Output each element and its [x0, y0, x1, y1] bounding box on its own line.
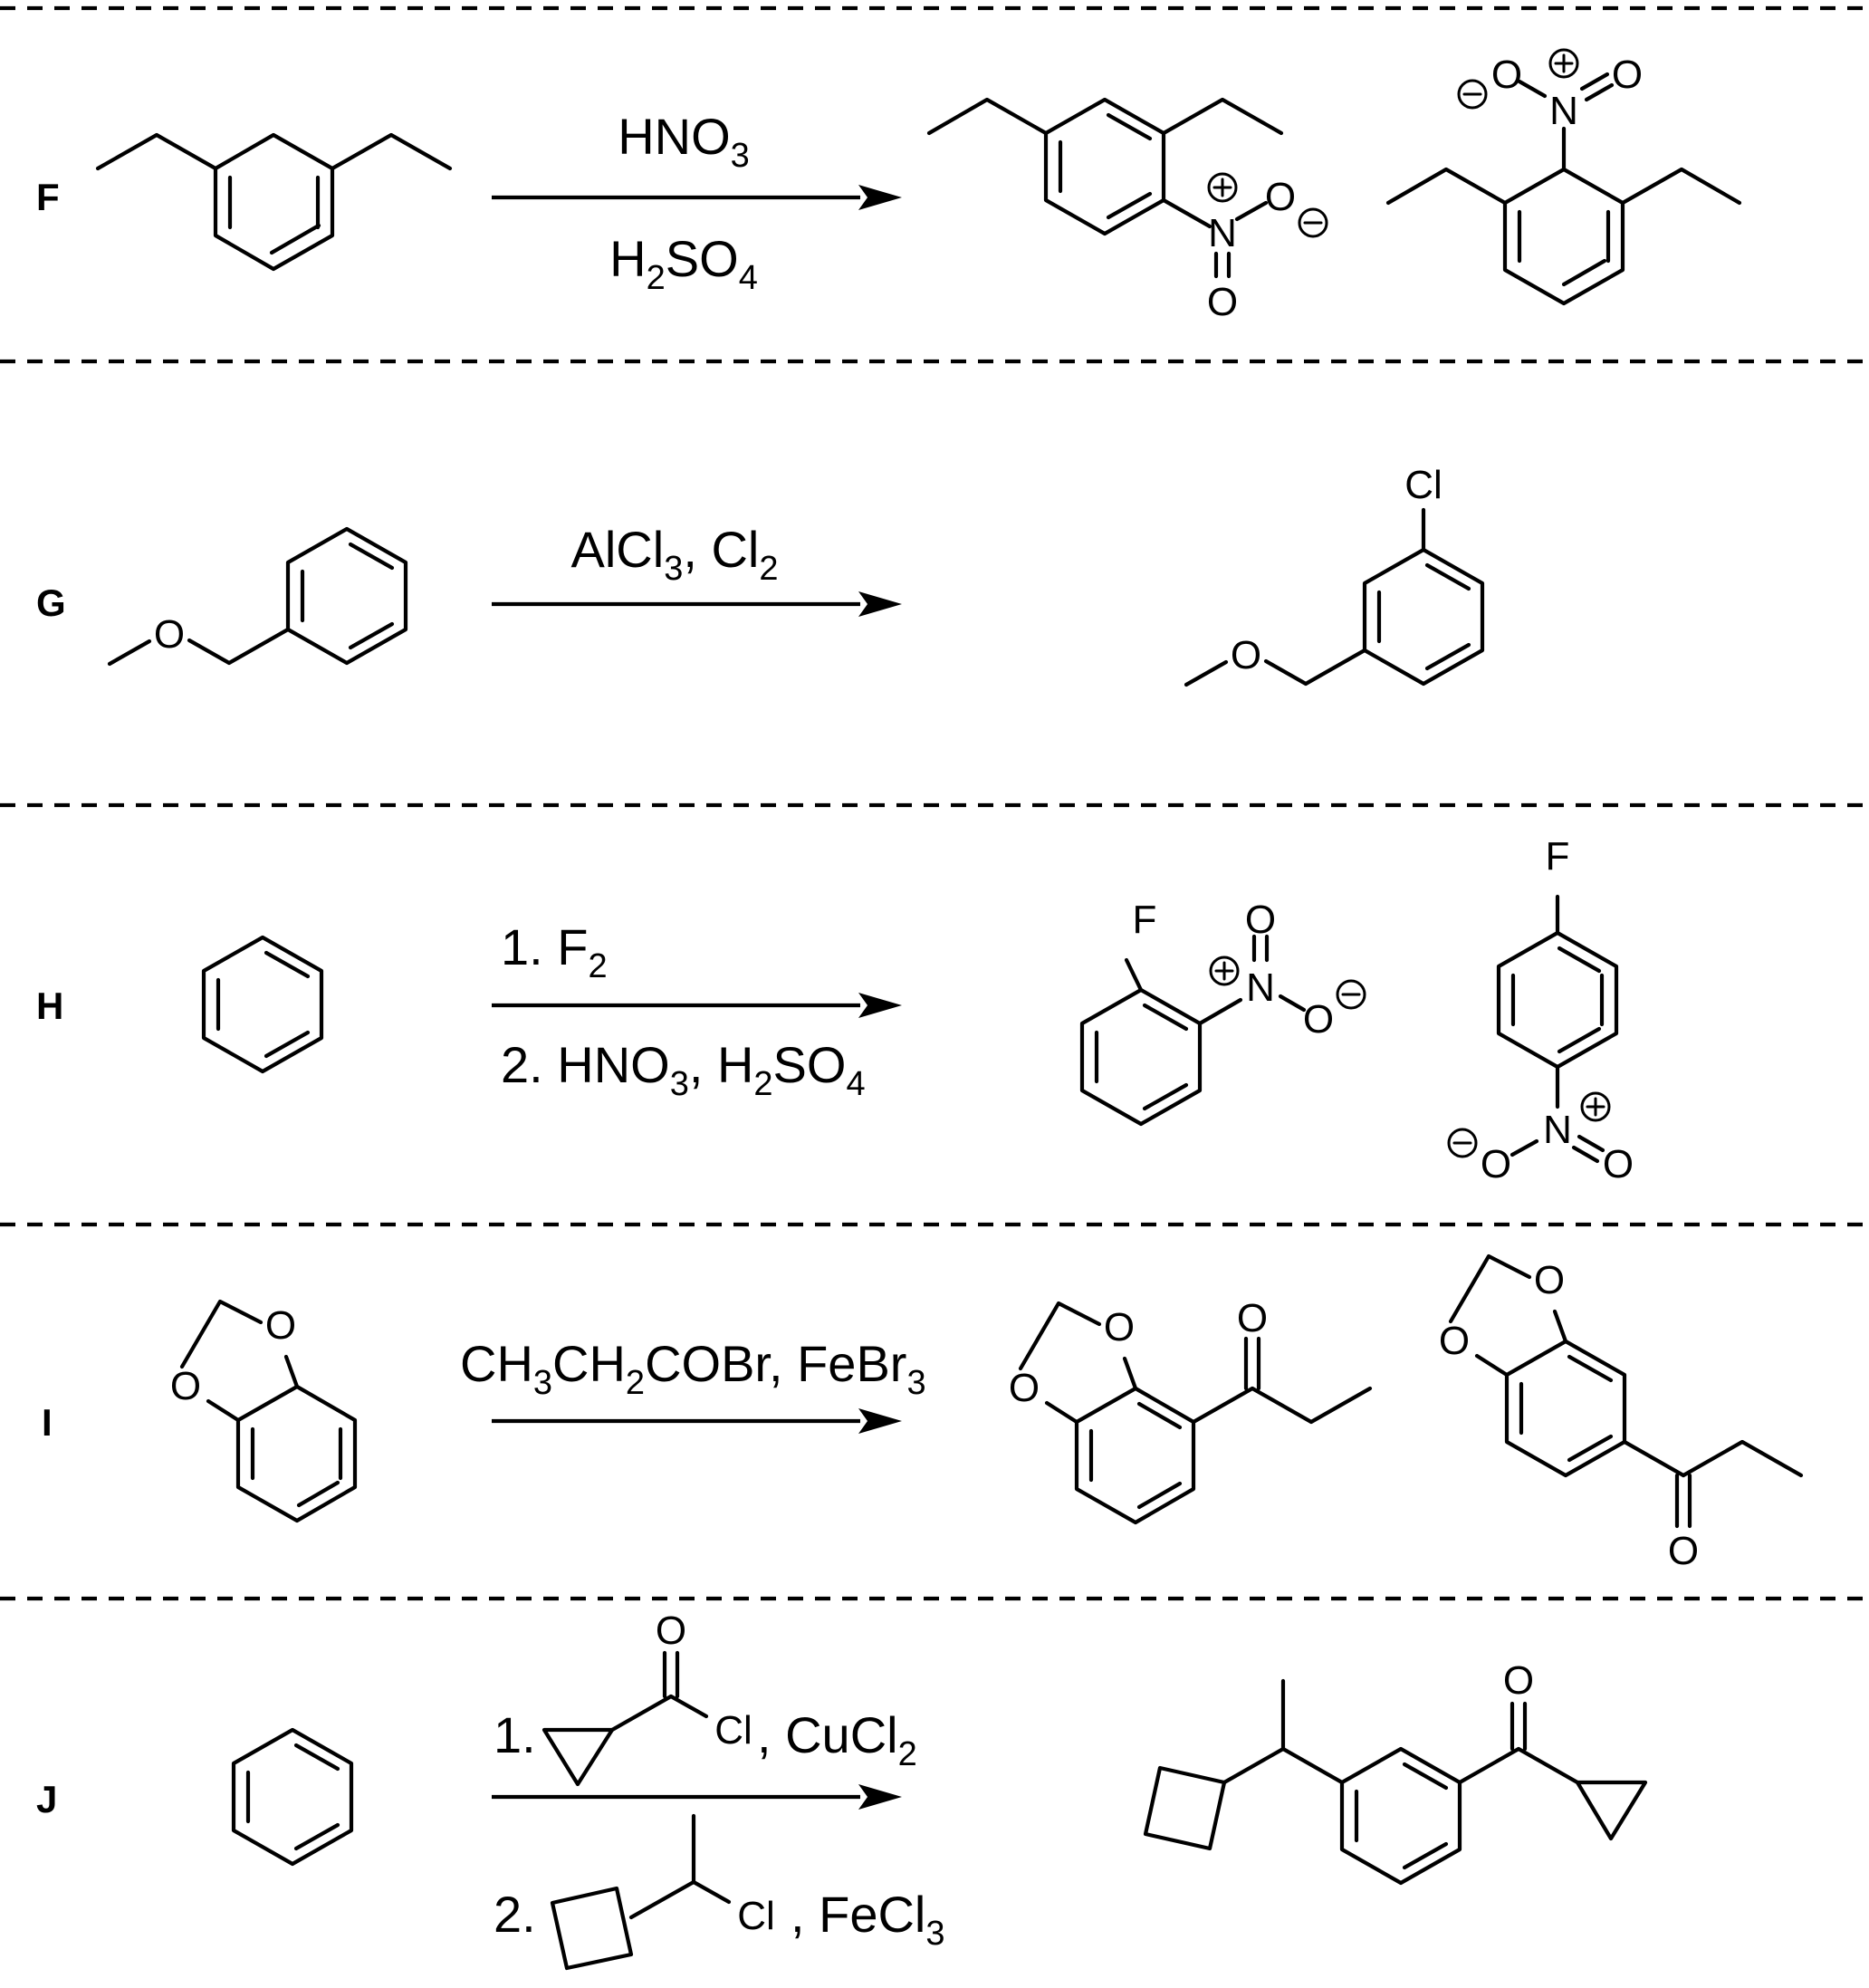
oxygen-atom: O [1439, 1319, 1470, 1363]
step-number: 2. [494, 1886, 536, 1943]
oxygen-atom: O [154, 612, 185, 657]
oxygen-atom: O [1009, 1366, 1040, 1410]
fluorine-atom: F [1133, 898, 1157, 942]
reaction-row-f: F HNO3 H2SO4 N [36, 48, 1742, 324]
reactant-benzodioxole: O O [170, 1299, 358, 1523]
oxygen-atom: O [1245, 898, 1276, 942]
oxygen-atom: O [1207, 280, 1238, 324]
separator-lines [0, 5, 1869, 1601]
oxygen-atom: O [1104, 1305, 1135, 1349]
reagent-bottom: 2. Cl , FeCl3 [494, 1813, 945, 1971]
oxygen-atom: O [656, 1609, 686, 1653]
row-label: F [36, 176, 60, 218]
reagent-bottom: H2SO4 [609, 230, 758, 297]
oxygen-atom: O [1503, 1658, 1534, 1703]
oxygen-atom: O [1303, 997, 1334, 1042]
oxygen-atom: O [1481, 1142, 1511, 1186]
reagent-top: 1. F2 [501, 918, 608, 985]
reaction-row-g: G O AlCl3, Cl2 Cl O [36, 463, 1485, 687]
reactant-benzene [201, 935, 324, 1074]
product-4-fluoronitrobenzene: F N O O [1447, 834, 1634, 1186]
product-4-propanoyl-benzodioxole: O O O [1009, 1296, 1373, 1525]
nitrogen-atom: N [1543, 1108, 1572, 1152]
row-label: I [42, 1401, 53, 1444]
product-2-6-diethylnitrobenzene: N O O [1385, 48, 1742, 306]
step-number: 1. [494, 1706, 536, 1763]
chlorine-atom: Cl [737, 1894, 775, 1938]
oxygen-atom: O [170, 1364, 201, 1408]
reactant-benzyl-methyl-ether: O [107, 526, 408, 667]
row-label: G [36, 581, 66, 624]
reaction-arrow-j: 1. O Cl , CuCl2 2. Cl , FeCl3 [492, 1609, 945, 1971]
reaction-row-i: I O O CH3CH2COBr, FeBr3 O [42, 1253, 1804, 1573]
product-2-fluoronitrobenzene: F N O O [1079, 898, 1366, 1127]
reactant-benzene [231, 1727, 354, 1867]
reagent-catalyst: , CuCl2 [757, 1706, 917, 1773]
oxygen-atom: O [1237, 1296, 1268, 1340]
product-3-chlorobenzyl-methyl-ether: Cl O [1184, 463, 1485, 687]
oxygen-atom: O [265, 1303, 296, 1348]
reaction-arrow-g: AlCl3, Cl2 [492, 521, 902, 617]
reactant-diethylbenzene [95, 132, 453, 272]
reaction-arrow-f: HNO3 H2SO4 [492, 108, 902, 297]
oxygen-atom: O [1612, 53, 1643, 97]
reaction-row-h: H 1. F2 2. HNO3, H2SO4 F N [36, 834, 1634, 1186]
reagent-top: CH3CH2COBr, FeBr3 [460, 1335, 926, 1402]
reaction-arrow-i: CH3CH2COBr, FeBr3 [460, 1335, 926, 1434]
fluorine-atom: F [1546, 834, 1570, 879]
oxygen-atom: O [1265, 175, 1296, 219]
reagent-bottom: 2. HNO3, H2SO4 [501, 1036, 866, 1103]
oxygen-atom: O [1668, 1529, 1699, 1573]
reaction-arrow-h: 1. F2 2. HNO3, H2SO4 [492, 918, 902, 1103]
product-5-propanoyl-benzodioxole: O O O [1439, 1253, 1804, 1573]
reagent-top: HNO3 [618, 108, 750, 175]
product-2-4-diethylnitrobenzene: N O O [926, 97, 1328, 324]
product-cyclobutylethyl-phenyl-cyclopropyl-ketone: O [1143, 1658, 1648, 1886]
nitrogen-atom: N [1549, 89, 1578, 133]
reaction-row-j: J 1. O Cl , CuCl2 [36, 1609, 1648, 1971]
oxygen-atom: O [1534, 1258, 1565, 1302]
nitrogen-atom: N [1246, 965, 1275, 1010]
oxygen-atom: O [1491, 53, 1522, 97]
row-label: J [36, 1778, 57, 1820]
reagent-top: 1. O Cl , CuCl2 [494, 1609, 917, 1787]
reagent-catalyst: , FeCl3 [791, 1886, 945, 1953]
chlorine-atom: Cl [1404, 463, 1442, 507]
row-label: H [36, 984, 63, 1027]
oxygen-atom: O [1231, 633, 1261, 677]
chlorine-atom: Cl [714, 1708, 752, 1753]
oxygen-atom: O [1603, 1142, 1634, 1186]
reagent-top: AlCl3, Cl2 [571, 521, 779, 588]
nitrogen-atom: N [1208, 211, 1237, 255]
